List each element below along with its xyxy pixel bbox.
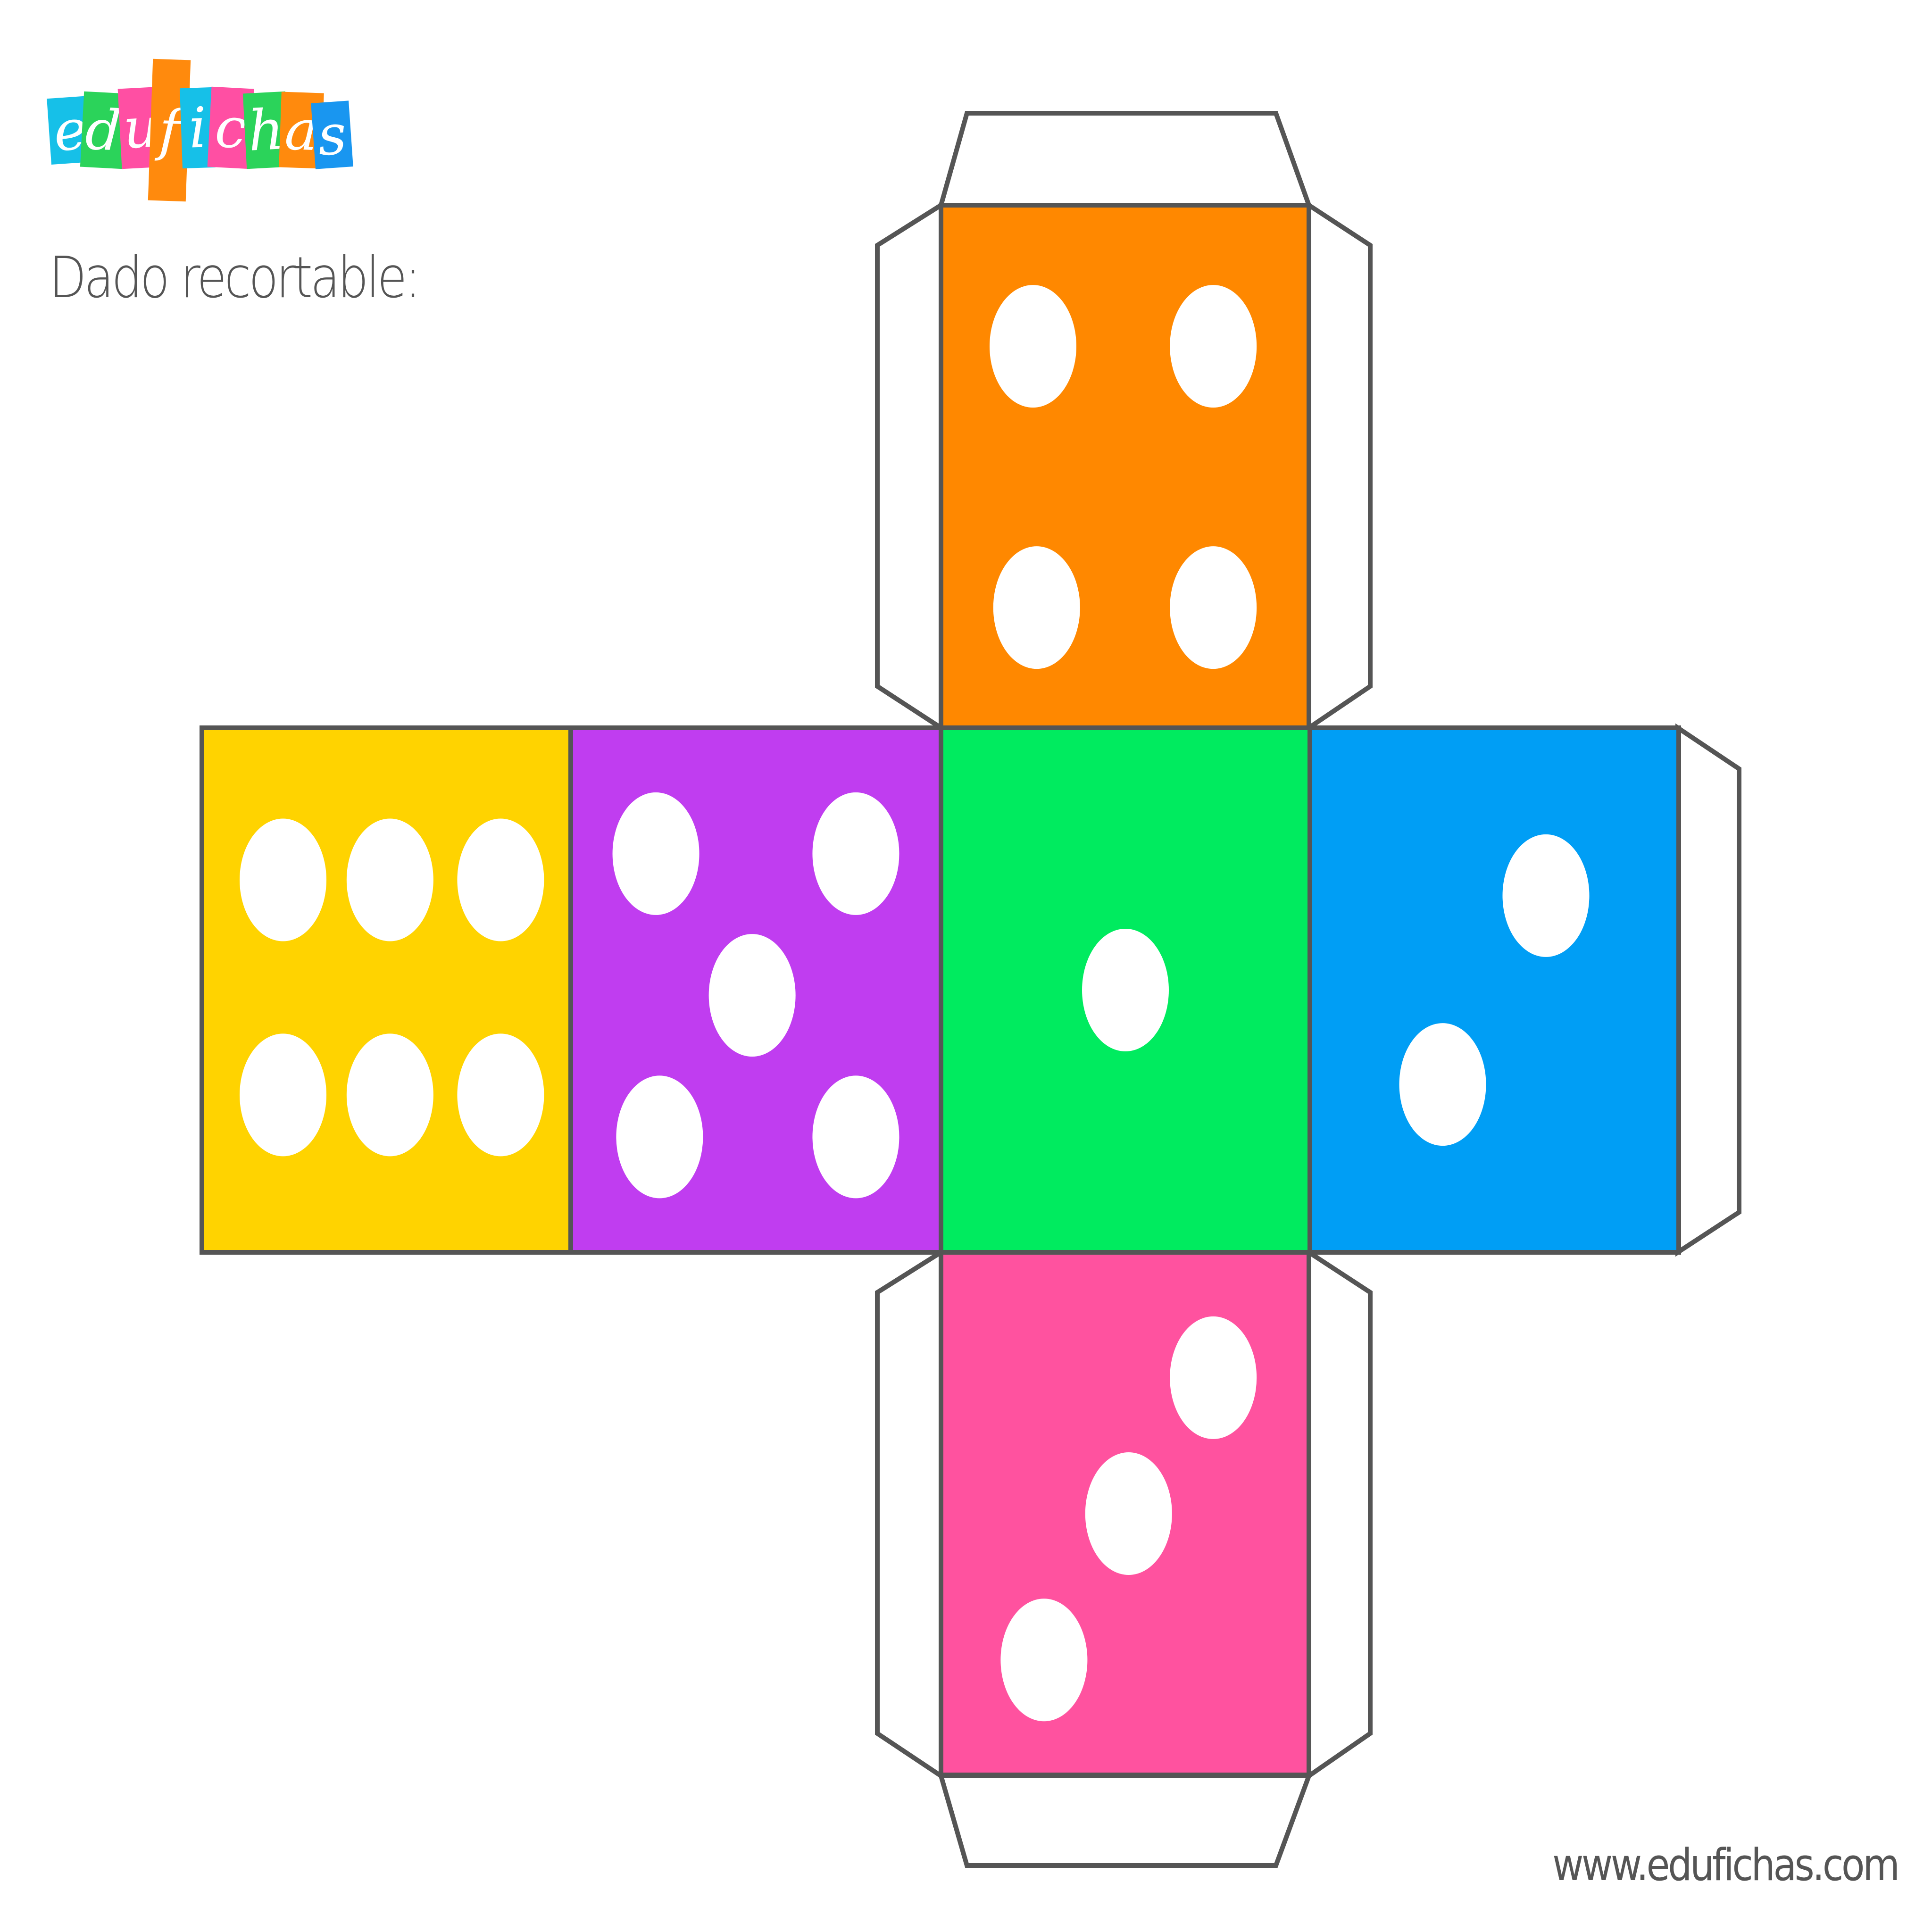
glue-tab [875,1248,943,1781]
die-face-6 [200,725,573,1255]
die-pip [812,792,899,915]
die-face-5 [568,725,943,1255]
die-pip [240,1033,327,1157]
die-face-3 [939,1250,1311,1777]
die-pip [1170,1316,1257,1439]
die-face-1 [939,725,1312,1255]
die-face-background [1307,725,1681,1255]
die-pip [1170,285,1257,408]
die-pip [1170,546,1257,669]
die-pip [993,546,1080,669]
die-pip [1000,1599,1088,1722]
die-pip [457,1033,544,1157]
die-pip [346,1033,433,1157]
die-face-2 [1307,725,1681,1255]
glue-tab [875,200,943,733]
glue-tab [1307,200,1373,733]
die-pip [240,818,327,941]
die-pip [1399,1023,1486,1146]
die-pip [990,285,1076,408]
glue-tab [938,1774,1313,1868]
die-pip [1082,929,1169,1051]
glue-tabs [875,111,1741,1868]
glue-tab [1675,723,1741,1257]
glue-tab [938,111,1313,208]
die-face-background [200,725,573,1255]
dice-faces [200,203,1681,1777]
die-pip [612,792,700,915]
page-title: Dado recortable: [49,245,421,311]
footer-url: www.edufichas.com [1552,1840,1900,1891]
die-pip [708,934,796,1057]
die-pip [346,818,433,941]
die-face-background [939,1250,1311,1777]
die-face-4 [939,203,1311,730]
die-pip [457,818,544,941]
die-pip [812,1075,899,1199]
die-face-background [939,203,1311,730]
die-pip [1085,1452,1172,1575]
die-pip [1502,834,1590,957]
glue-tab [1307,1248,1373,1781]
die-pip [616,1075,703,1199]
